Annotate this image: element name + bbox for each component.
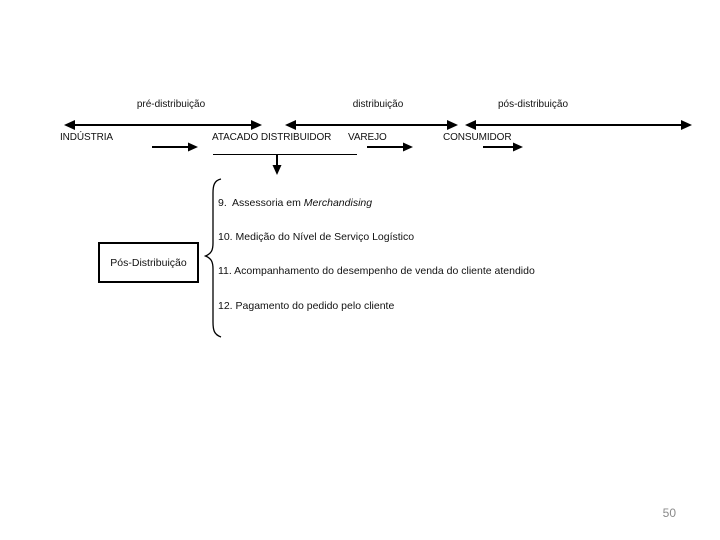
list-item-10: 10. Medição do Nível de Serviço Logístic… [218,231,415,243]
pos-distribuicao-box-label: Pós-Distribuição [110,256,187,269]
list-item-9: 9. Assessoria em Merchandising [218,197,372,210]
phase-label-distribution: distribuição [352,99,404,110]
list-item-9-italic-text: Merchandising [303,197,373,209]
retail-flow-arrow [367,142,413,152]
list-item-12: 12. Pagamento do pedido pelo cliente [218,300,395,312]
entity-label-industria: INDÚSTRIA [60,132,113,143]
curly-brace-icon [203,178,222,338]
industry-to-wholesale-arrow [152,142,198,152]
page-number: 50 [662,506,676,520]
entity-label-atacado-distribuidor: ATACADO DISTRIBUIDOR [212,132,332,143]
pos-distribuicao-box: Pós-Distribuição [98,242,199,283]
list-item-9-text: 9. Assessoria em [218,197,304,209]
list-item-11: 11. Acompanhamento do desempenho de vend… [218,265,535,277]
consumer-flow-arrow [483,142,523,152]
entity-label-consumidor: CONSUMIDOR [443,132,512,143]
wholesale-connector [213,154,357,175]
phase-label-pre-distribution: pré-distribuição [136,99,206,110]
pre-distribution-arrow [64,120,262,130]
entity-label-varejo: VAREJO [348,132,387,143]
distribution-arrow [285,120,458,130]
pos-distribution-arrow [465,120,692,130]
phase-label-pos-distribution: pós-distribuição [497,99,569,110]
